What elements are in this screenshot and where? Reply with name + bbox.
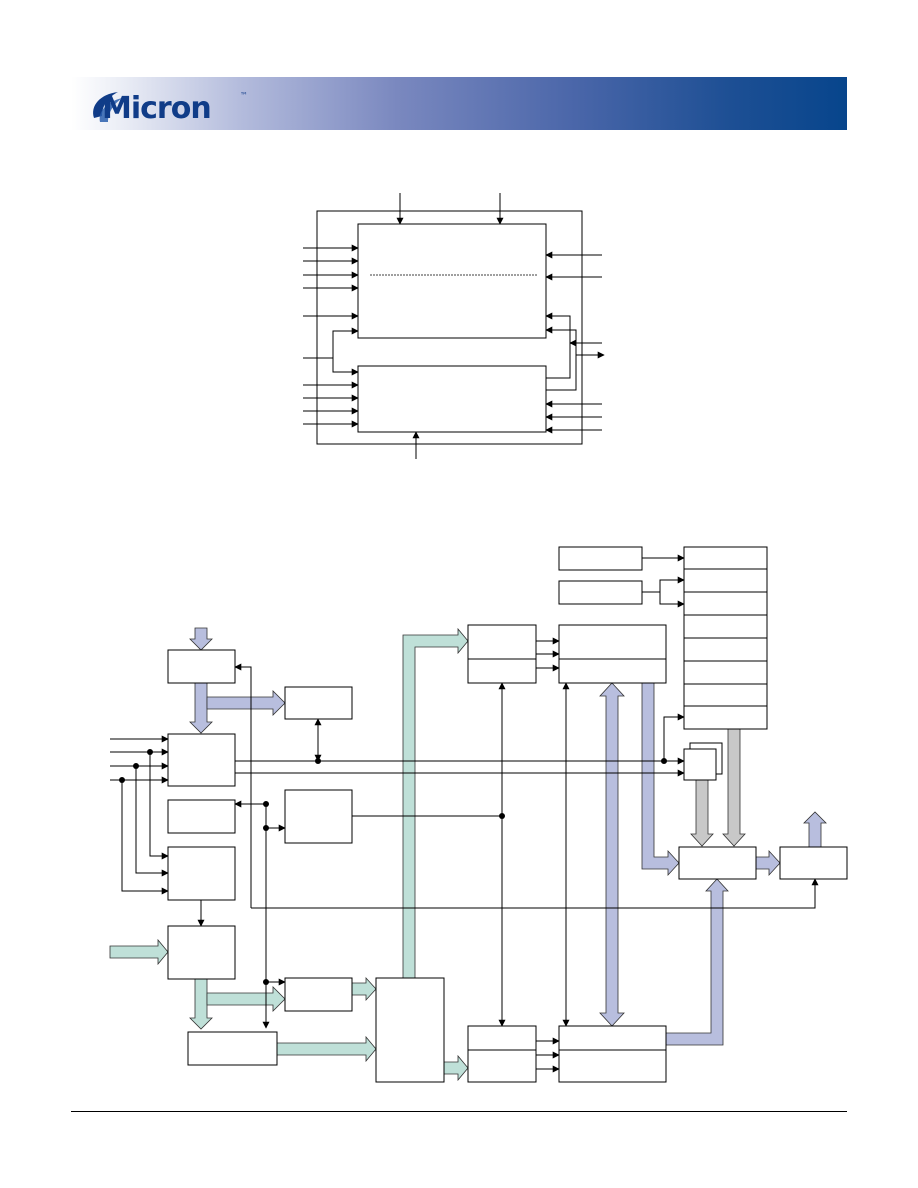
- bus-input-top: [189, 627, 213, 651]
- bus-gray-2: [722, 728, 746, 847]
- logo-swoosh-inner-icon: [99, 98, 122, 122]
- bus-teal-vertical: [402, 627, 469, 980]
- block-input-buffer: [167, 649, 236, 684]
- block-register-small: [284, 686, 353, 720]
- bus-right-1: [206, 690, 286, 716]
- block-refresh-counter: [284, 789, 353, 844]
- block-row-decoder-upper: [467, 624, 537, 684]
- architecture-block-diagram: [109, 546, 848, 1083]
- block-top-source-2: [558, 580, 643, 605]
- micron-logo: Micron ™: [93, 91, 248, 126]
- block-data-io: [678, 846, 757, 880]
- bus-right-teal-2: [351, 976, 377, 1002]
- bus-right-teal-1: [206, 986, 286, 1012]
- block-mode-register: [167, 799, 236, 834]
- bus-output-up: [803, 811, 827, 848]
- block-address-mux: [167, 925, 236, 980]
- block-memory-array-upper: [558, 624, 667, 684]
- logo-swoosh-icon: [93, 92, 118, 118]
- bus-input-left: [109, 938, 169, 966]
- block-stacked-front: [683, 748, 717, 781]
- bus-bidirectional: [599, 682, 625, 1027]
- junction-dots: [119, 749, 667, 985]
- block-top-source-1: [558, 546, 643, 571]
- block-tall-logic: [375, 977, 445, 1083]
- device-outline: [316, 210, 583, 445]
- block-control-logic: [167, 733, 236, 787]
- bus-down-1: [189, 682, 213, 734]
- block-output-buffer: [779, 846, 848, 880]
- block-column-counter: [187, 1031, 278, 1066]
- bus-to-output: [641, 682, 680, 877]
- block-address-register: [167, 846, 236, 901]
- lower-block: [357, 365, 547, 433]
- bus-up-to-output: [665, 878, 729, 1046]
- wide-buses: [109, 627, 827, 1082]
- signal-lines: [110, 554, 819, 1073]
- functional-block-diagram: [303, 193, 605, 459]
- logo-wordmark: Micron: [102, 91, 211, 126]
- logo-trademark: ™: [240, 91, 248, 100]
- block-memory-array-lower: [558, 1025, 667, 1083]
- header-banner: [71, 77, 847, 130]
- bus-to-final: [755, 849, 781, 877]
- block-bank-control: [284, 977, 353, 1012]
- block-row-decoder-lower: [467, 1025, 537, 1083]
- bus-right-teal-3: [276, 1035, 377, 1063]
- bus-down-teal: [189, 978, 213, 1030]
- upper-block: [357, 223, 547, 339]
- blocks: [167, 546, 848, 1083]
- bus-right-teal-4: [443, 1054, 469, 1082]
- footer-rule: [71, 1111, 847, 1112]
- bus-gray-1: [690, 779, 714, 847]
